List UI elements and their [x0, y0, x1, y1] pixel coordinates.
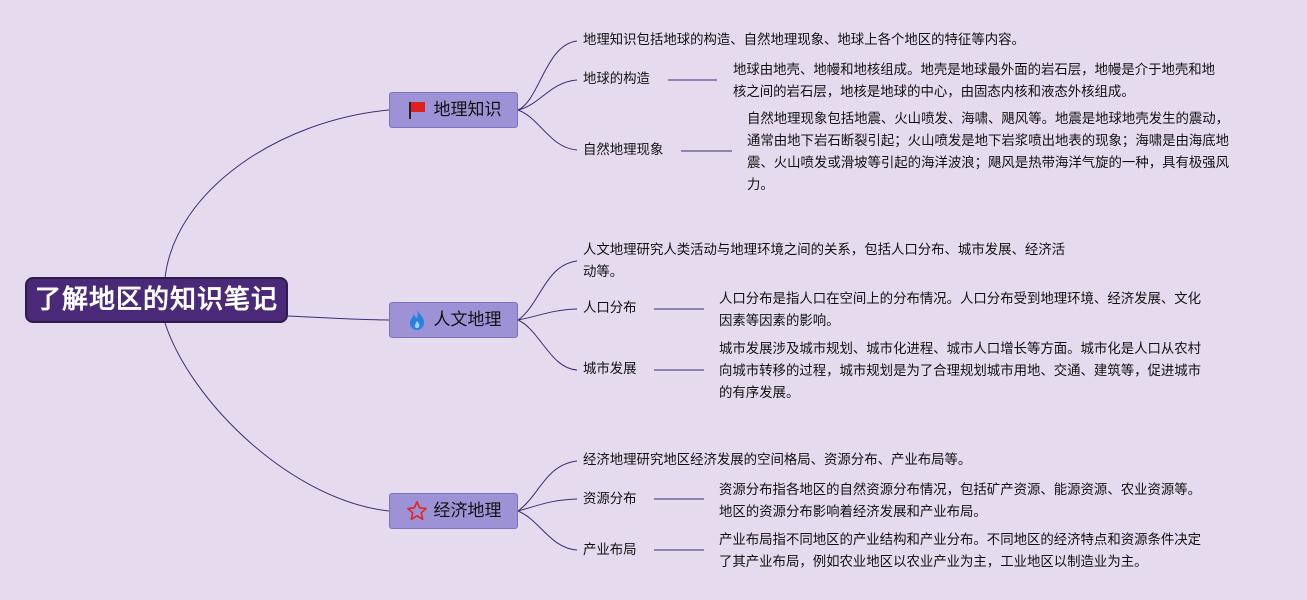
economic-geography-summary: 经济地理研究地区经济发展的空间格局、资源分布、产业布局等。	[583, 453, 972, 468]
link-root-geography	[164, 109, 390, 279]
link-eco-item2	[517, 510, 578, 551]
detail-earth-structure: 地球由地壳、地幔和地核组成。地壳是地球最外面的岩石层，地幔是介于地壳和地核之间的…	[733, 63, 1216, 100]
link-hum-summary	[517, 260, 578, 321]
subtopic-resource-distribution[interactable]: 资源分布	[583, 492, 637, 507]
subtopic-urban-development[interactable]: 城市发展	[583, 362, 637, 377]
topic-geography-knowledge[interactable]: 地理知识	[389, 92, 518, 128]
subtopic-industrial-layout[interactable]: 产业布局	[583, 543, 637, 558]
detail-population-distribution: 人口分布是指人口在空间上的分布情况。人口分布受到地理环境、经济发展、文化因素等因…	[719, 292, 1202, 329]
link-eco-summary	[517, 460, 578, 512]
link-hum-item1	[517, 308, 578, 321]
subtopic-natural-phenomena[interactable]: 自然地理现象	[583, 143, 664, 158]
topic-human-geography[interactable]: 人文地理	[389, 302, 518, 338]
blue-flame-icon	[406, 309, 428, 331]
link-root-economic	[164, 322, 390, 512]
human-geography-summary: 人文地理研究人类活动与地理环境之间的关系，包括人口分布、城市发展、经济活动等。	[583, 243, 1066, 280]
topic-label: 地理知识	[433, 100, 502, 120]
link-geo-summary	[517, 40, 578, 111]
root-topic[interactable]: 了解地区的知识笔记	[25, 277, 288, 323]
subtopic-population-distribution[interactable]: 人口分布	[583, 301, 637, 316]
link-root-human	[287, 315, 390, 321]
red-flag-icon	[406, 99, 428, 121]
detail-industrial-layout: 产业布局指不同地区的产业结构和产业分布。不同地区的经济特点和资源条件决定了其产业…	[719, 533, 1202, 570]
topic-economic-geography[interactable]: 经济地理	[389, 493, 518, 529]
topic-label: 经济地理	[433, 501, 502, 521]
detail-resource-distribution: 资源分布指各地区的自然资源分布情况，包括矿产资源、能源资源、农业资源等。地区的资…	[719, 483, 1202, 520]
topic-label: 人文地理	[433, 310, 502, 330]
subtopic-earth-structure[interactable]: 地球的构造	[583, 72, 650, 87]
link-geo-item2	[517, 109, 578, 151]
detail-urban-development: 城市发展涉及城市规划、城市化进程、城市人口增长等方面。城市化是人口从农村向城市转…	[719, 342, 1202, 401]
geography-summary: 地理知识包括地球的构造、自然地理现象、地球上各个地区的特征等内容。	[583, 33, 1025, 48]
star-outline-icon	[406, 500, 428, 522]
link-eco-item1	[517, 498, 578, 512]
link-hum-item2	[517, 319, 578, 371]
link-geo-item1	[517, 79, 578, 111]
detail-natural-phenomena: 自然地理现象包括地震、火山喷发、海啸、飓风等。地震是地球地壳发生的震动，通常由地…	[747, 112, 1230, 193]
